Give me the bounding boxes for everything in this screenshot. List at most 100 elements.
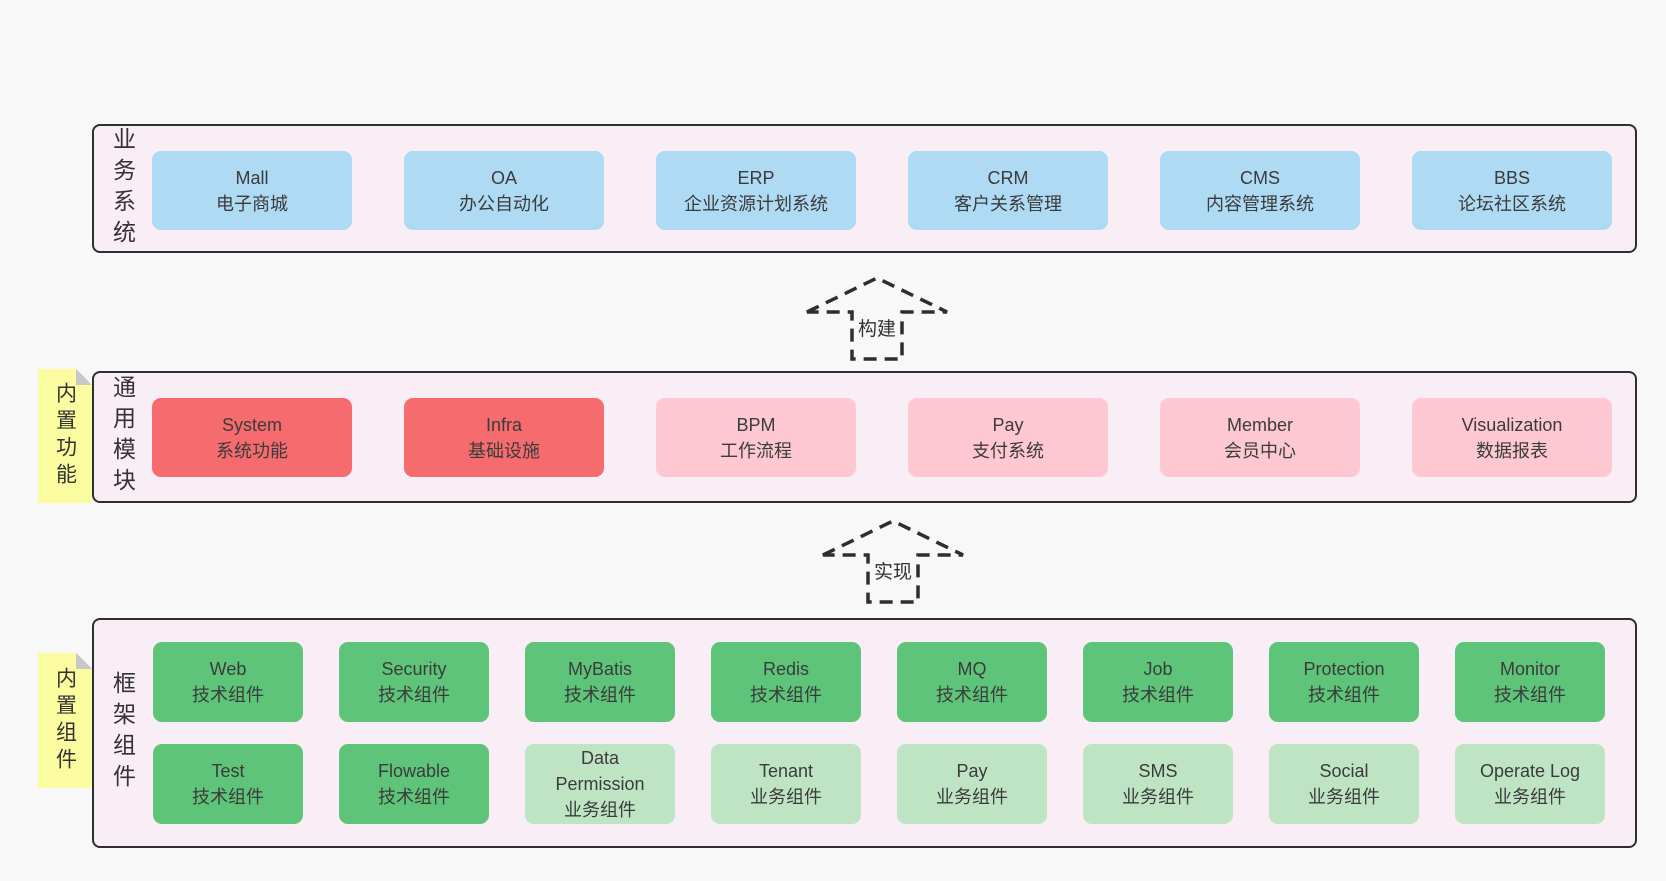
layer-label-business-systems: 业务系统 bbox=[102, 126, 142, 251]
box-title: MQ bbox=[957, 659, 987, 679]
box-title: SMS bbox=[1138, 761, 1178, 781]
box-subtitle: 业务组件 bbox=[1308, 787, 1380, 807]
implement-arrow: 实现 bbox=[821, 519, 965, 605]
note-fold-corner bbox=[76, 369, 92, 385]
business-systems-layer: 业务系统 Mall 电子商城 OA 办公自动化 ERP 企业资源计划系统 CRM… bbox=[92, 124, 1637, 253]
box-infra: Infra 基础设施 bbox=[404, 398, 604, 477]
box-oa: OA 办公自动化 bbox=[404, 151, 604, 230]
box-subtitle: 技术组件 bbox=[378, 787, 450, 807]
box-title: Pay bbox=[992, 414, 1024, 435]
note-built-in-components: 内置组件 bbox=[38, 653, 92, 788]
box-protection: Protection 技术组件 bbox=[1269, 642, 1419, 722]
common-modules-row: System 系统功能 Infra 基础设施 BPM 工作流程 Pay 支付系统… bbox=[152, 398, 1612, 477]
box-title: System bbox=[221, 414, 282, 435]
box-title: Visualization bbox=[1461, 414, 1563, 435]
box-security: Security 技术组件 bbox=[339, 642, 489, 722]
box-subtitle: 业务组件 bbox=[1122, 787, 1194, 807]
box-visualization: Visualization 数据报表 bbox=[1412, 398, 1612, 477]
box-subtitle: 系统功能 bbox=[216, 440, 288, 461]
box-subtitle: 技术组件 bbox=[564, 685, 636, 705]
box-subtitle: 办公自动化 bbox=[459, 193, 549, 214]
box-title: Flowable bbox=[377, 761, 451, 781]
box-title: Infra bbox=[485, 414, 523, 435]
box-redis: Redis 技术组件 bbox=[711, 642, 861, 722]
framework-components-row-1: Web 技术组件 Security 技术组件 MyBatis 技术组件 Redi… bbox=[153, 642, 1605, 722]
box-title: CMS bbox=[1240, 167, 1280, 188]
box-bbs: BBS 论坛社区系统 bbox=[1412, 151, 1612, 230]
box-title: CRM bbox=[987, 167, 1029, 188]
box-mybatis: MyBatis 技术组件 bbox=[525, 642, 675, 722]
box-subtitle: 技术组件 bbox=[936, 685, 1008, 705]
box-subtitle: 技术组件 bbox=[1122, 685, 1194, 705]
box-erp: ERP 企业资源计划系统 bbox=[656, 151, 856, 230]
box-subtitle: 数据报表 bbox=[1476, 440, 1548, 461]
box-system: System 系统功能 bbox=[152, 398, 352, 477]
box-sms: SMS 业务组件 bbox=[1083, 744, 1233, 824]
box-tenant: Tenant 业务组件 bbox=[711, 744, 861, 824]
box-title: Social bbox=[1319, 761, 1369, 781]
box-subtitle: 业务组件 bbox=[936, 787, 1008, 807]
box-title: BBS bbox=[1493, 167, 1531, 188]
arrow-up-icon bbox=[822, 519, 964, 604]
box-crm: CRM 客户关系管理 bbox=[908, 151, 1108, 230]
box-cms: CMS 内容管理系统 bbox=[1160, 151, 1360, 230]
box-data-permission: Data Permission 业务组件 bbox=[525, 744, 675, 824]
box-test: Test 技术组件 bbox=[153, 744, 303, 824]
box-flowable: Flowable 技术组件 bbox=[339, 744, 489, 824]
box-subtitle: 会员中心 bbox=[1224, 440, 1296, 461]
build-arrow: 构建 bbox=[805, 276, 949, 362]
arrow-label: 实现 bbox=[870, 557, 916, 584]
box-title: Redis bbox=[762, 659, 810, 679]
box-subtitle: 企业资源计划系统 bbox=[684, 193, 828, 214]
framework-components-row-2: Test 技术组件 Flowable 技术组件 Data Permission … bbox=[153, 744, 1605, 824]
box-title: Operate Log bbox=[1479, 761, 1581, 781]
box-title: BPM bbox=[736, 414, 776, 435]
box-title: Data Permission bbox=[555, 748, 645, 794]
box-subtitle: 内容管理系统 bbox=[1206, 193, 1314, 214]
box-bpm: BPM 工作流程 bbox=[656, 398, 856, 477]
note-fold-corner bbox=[76, 653, 92, 669]
layer-label-text: 业务系统 bbox=[109, 126, 136, 251]
layer-label-common-modules: 通用模块 bbox=[102, 373, 142, 501]
box-subtitle: 技术组件 bbox=[1494, 685, 1566, 705]
box-title: MyBatis bbox=[567, 659, 632, 679]
arrow-up-icon bbox=[806, 276, 948, 361]
box-subtitle: 业务组件 bbox=[750, 787, 822, 807]
framework-components-layer: 框架组件 Web 技术组件 Security 技术组件 MyBatis 技术组件… bbox=[92, 618, 1637, 848]
box-title: Monitor bbox=[1499, 659, 1561, 679]
box-subtitle: 技术组件 bbox=[192, 787, 264, 807]
box-title: Job bbox=[1143, 659, 1173, 679]
box-job: Job 技术组件 bbox=[1083, 642, 1233, 722]
box-subtitle: 业务组件 bbox=[564, 800, 636, 820]
box-title: OA bbox=[490, 167, 517, 188]
box-subtitle: 支付系统 bbox=[972, 440, 1044, 461]
box-title: Tenant bbox=[758, 761, 814, 781]
box-subtitle: 论坛社区系统 bbox=[1458, 193, 1566, 214]
note-text: 内置功能 bbox=[53, 382, 77, 490]
box-mq: MQ 技术组件 bbox=[897, 642, 1047, 722]
box-title: Test bbox=[211, 761, 245, 781]
box-monitor: Monitor 技术组件 bbox=[1455, 642, 1605, 722]
box-subtitle: 工作流程 bbox=[720, 440, 792, 461]
box-web: Web 技术组件 bbox=[153, 642, 303, 722]
layer-label-text: 通用模块 bbox=[109, 375, 136, 499]
common-modules-layer: 通用模块 System 系统功能 Infra 基础设施 BPM 工作流程 Pay… bbox=[92, 371, 1637, 503]
box-subtitle: 业务组件 bbox=[1494, 787, 1566, 807]
box-title: Protection bbox=[1303, 659, 1385, 679]
layer-label-text: 框架组件 bbox=[109, 671, 136, 795]
layer-label-framework-components: 框架组件 bbox=[102, 620, 142, 846]
arrow-label: 构建 bbox=[854, 314, 900, 341]
box-subtitle: 技术组件 bbox=[192, 685, 264, 705]
box-operate-log: Operate Log 业务组件 bbox=[1455, 744, 1605, 824]
note-text: 内置组件 bbox=[53, 666, 77, 775]
box-subtitle: 技术组件 bbox=[750, 685, 822, 705]
note-built-in-features: 内置功能 bbox=[38, 369, 92, 503]
box-title: Member bbox=[1226, 414, 1293, 435]
box-subtitle: 电子商城 bbox=[216, 193, 288, 214]
box-pay-component: Pay 业务组件 bbox=[897, 744, 1047, 824]
box-title: ERP bbox=[737, 167, 775, 188]
box-subtitle: 技术组件 bbox=[378, 685, 450, 705]
box-social: Social 业务组件 bbox=[1269, 744, 1419, 824]
box-subtitle: 基础设施 bbox=[468, 440, 540, 461]
box-member: Member 会员中心 bbox=[1160, 398, 1360, 477]
